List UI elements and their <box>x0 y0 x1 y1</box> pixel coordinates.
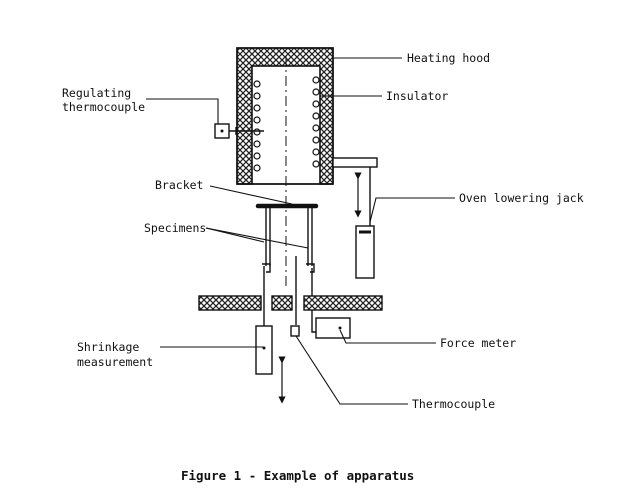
label-regulating-2: thermocouple <box>62 100 145 114</box>
force-meter <box>311 317 351 339</box>
shrinkage-measurement <box>255 325 286 404</box>
label-regulating-1: Regulating <box>62 86 131 100</box>
label-insulator: Insulator <box>386 89 448 103</box>
regulating-thermocouple <box>214 123 264 139</box>
label-heating-hood: Heating hood <box>407 51 490 65</box>
insulator-coils <box>253 76 320 172</box>
specimens <box>262 256 315 330</box>
oven-lowering-jack <box>332 157 378 279</box>
label-bracket: Bracket <box>155 178 203 192</box>
bracket <box>255 196 319 290</box>
label-oven-lowering-jack: Oven lowering jack <box>459 191 584 205</box>
base-plate <box>198 295 383 311</box>
label-specimens: Specimens <box>144 221 206 235</box>
thermocouple <box>290 325 300 337</box>
figure-caption: Figure 1 - Example of apparatus <box>181 468 414 483</box>
heating-hood <box>236 47 334 196</box>
label-shrinkage-1: Shrinkage <box>77 340 139 354</box>
label-force-meter: Force meter <box>440 336 516 350</box>
leader-lines <box>146 57 455 405</box>
label-shrinkage-2: measurement <box>77 355 153 369</box>
label-thermocouple: Thermocouple <box>412 397 495 411</box>
